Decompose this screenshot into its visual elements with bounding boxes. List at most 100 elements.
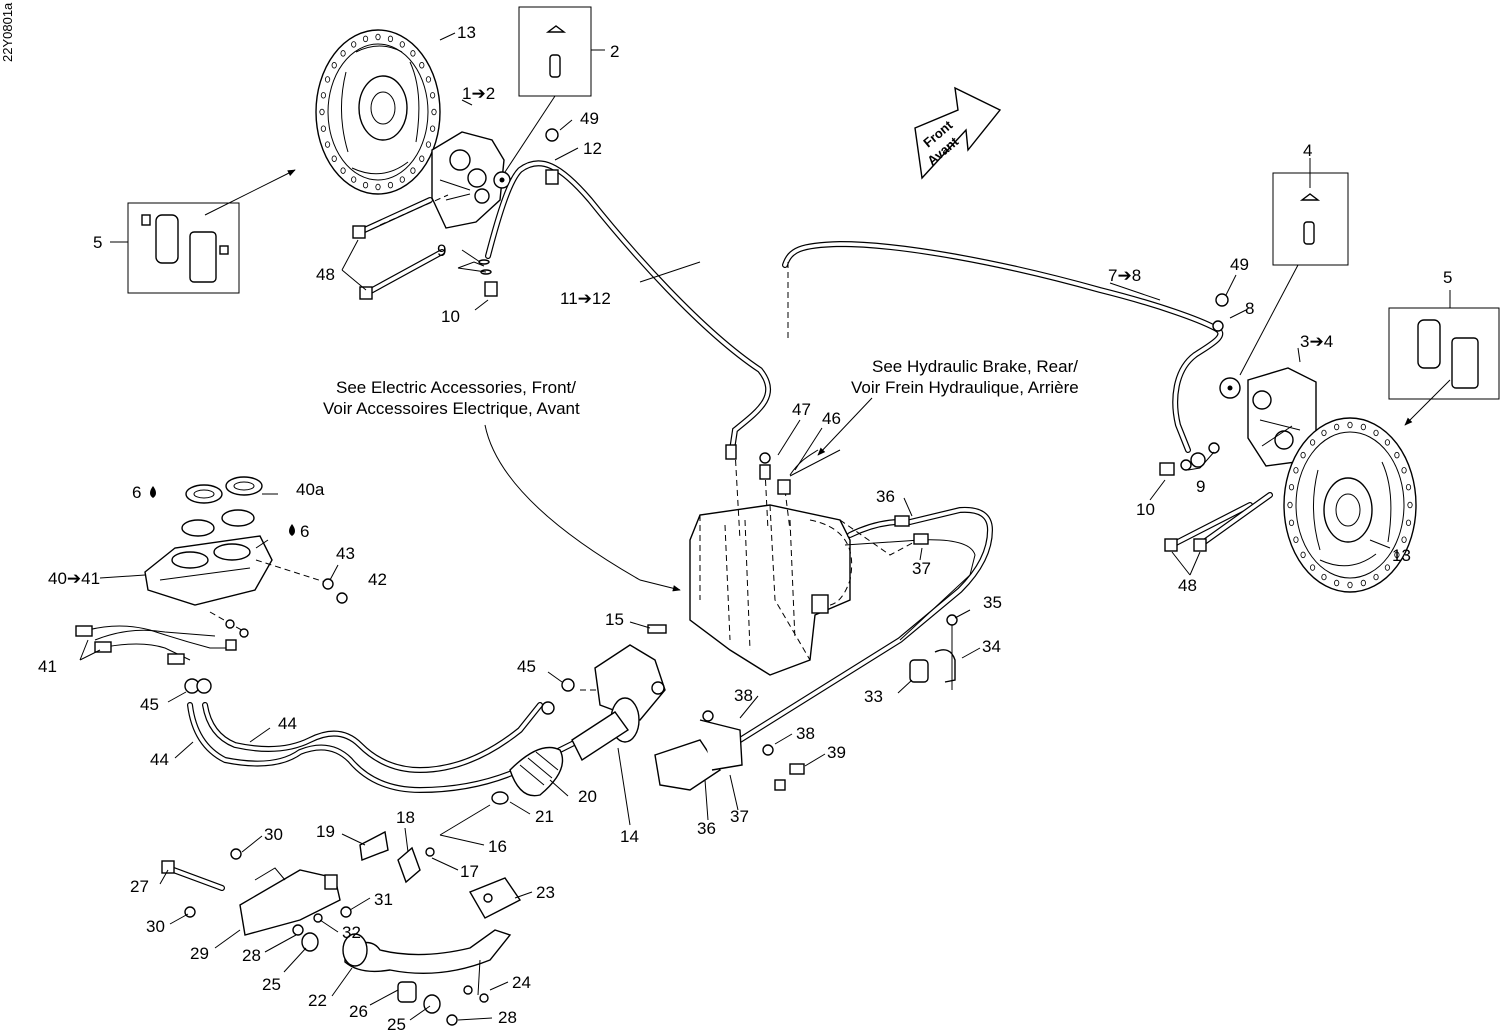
label-13-right: 13 <box>1392 546 1411 565</box>
label-30-top: 30 <box>264 825 283 844</box>
label-49-left: 49 <box>580 109 599 128</box>
label-4: 4 <box>1303 141 1312 160</box>
label-33: 33 <box>864 687 883 706</box>
disc-hole <box>1293 467 1299 474</box>
disc-hole <box>399 41 405 48</box>
disc-hole <box>1384 439 1391 446</box>
label-15: 15 <box>605 610 624 629</box>
master-cylinder <box>571 624 667 762</box>
rubber-boot-20 <box>509 746 564 797</box>
disc-hole <box>419 62 425 69</box>
label-18: 18 <box>396 808 415 827</box>
label-48-left: 48 <box>316 265 335 284</box>
disc-hole <box>1347 421 1353 429</box>
disc-hole <box>1309 439 1316 446</box>
label-39: 39 <box>827 743 846 762</box>
label-22: 22 <box>308 991 327 1010</box>
disc-hole <box>1293 536 1299 543</box>
label-6-right: 6 <box>300 522 309 541</box>
bolts-48-right <box>1164 492 1273 552</box>
label-35: 35 <box>983 593 1002 612</box>
disc-hole <box>1288 519 1295 527</box>
disc-hole <box>410 167 416 174</box>
label-7-8: 7➔8 <box>1108 266 1141 285</box>
fluid-drop-icon <box>150 486 156 498</box>
label-20: 20 <box>578 787 597 806</box>
label-38-right: 38 <box>796 724 815 743</box>
bleeder-kit-box-left <box>518 6 605 97</box>
disc-hole <box>387 35 394 43</box>
disc-hole <box>1394 551 1400 559</box>
banjo-bolt-right <box>1159 442 1220 476</box>
disc-hole <box>319 108 325 116</box>
label-31: 31 <box>374 890 393 909</box>
note-hydraulic-line1: See Hydraulic Brake, Rear/ <box>872 357 1078 376</box>
abs-module <box>689 504 853 676</box>
drawing-code: 22Y0801a <box>0 2 15 62</box>
disc-hole <box>340 167 346 174</box>
disc-hole <box>340 50 346 57</box>
label-27: 27 <box>130 877 149 896</box>
bolts-48-left <box>352 197 445 300</box>
disc-hole <box>399 176 405 183</box>
label-37-bottom: 37 <box>730 807 749 826</box>
note-electric-line2: Voir Accessoires Electrique, Avant <box>323 399 580 418</box>
brake-disc-right <box>1283 417 1417 593</box>
label-1-2: 1➔2 <box>462 84 495 103</box>
disc-hole <box>1405 483 1412 491</box>
label-30-bottom: 30 <box>146 917 165 936</box>
pedal-bracket-29 <box>239 867 341 936</box>
disc-hole <box>351 41 357 48</box>
label-14: 14 <box>620 827 639 846</box>
label-9-left: 9 <box>437 241 446 260</box>
pad-kit-box-right <box>1388 290 1500 400</box>
disc-hole <box>331 62 337 69</box>
label-16: 16 <box>488 837 507 856</box>
brake-caliper-right <box>1247 367 1317 467</box>
label-46: 46 <box>822 409 841 428</box>
label-42: 42 <box>368 570 387 589</box>
pedal-pad-23 <box>468 877 522 919</box>
disc-hole <box>429 125 436 132</box>
disc-hole <box>1360 579 1366 587</box>
disc-hole <box>1334 423 1340 431</box>
label-11-12: 11➔12 <box>560 289 611 308</box>
label-32: 32 <box>342 923 361 942</box>
label-19: 19 <box>316 822 335 841</box>
label-49-right: 49 <box>1230 255 1249 274</box>
disc-hole <box>375 183 381 191</box>
label-36-bottom: 36 <box>697 819 716 838</box>
disc-hole <box>375 33 381 41</box>
disc-hole <box>1300 451 1306 459</box>
disc-hole <box>1309 564 1316 571</box>
nut-49-left <box>545 128 559 142</box>
label-10-right: 10 <box>1136 500 1155 519</box>
label-28-bottom: 28 <box>498 1008 517 1027</box>
disc-hole <box>1287 501 1293 509</box>
reservoir-caps-40a <box>181 476 263 537</box>
disc-hole <box>320 92 327 99</box>
disc-hole <box>429 92 436 99</box>
disc-hole <box>331 155 337 162</box>
pushrod-clevis <box>359 830 435 884</box>
disc-hole <box>351 176 357 183</box>
disc-hole <box>362 181 369 189</box>
nut-21 <box>491 791 509 805</box>
brake-pedal-22 <box>342 929 512 975</box>
label-6-left: 6 <box>132 483 141 502</box>
leader-lines <box>79 32 1391 1021</box>
note-electric-line1: See Electric Accessories, Front/ <box>336 378 576 397</box>
label-17: 17 <box>460 862 479 881</box>
label-37-top: 37 <box>912 559 931 578</box>
label-24: 24 <box>512 973 531 992</box>
disc-hole <box>1373 573 1379 581</box>
disc-hole <box>1321 429 1327 437</box>
label-25-bottom: 25 <box>387 1015 406 1034</box>
fluid-drop-icon <box>289 524 295 536</box>
label-28-top: 28 <box>242 946 261 965</box>
label-44-mid: 44 <box>278 714 297 733</box>
disc-hole <box>1288 483 1295 491</box>
disc-hole <box>1360 423 1366 431</box>
label-10-left: 10 <box>441 307 460 326</box>
